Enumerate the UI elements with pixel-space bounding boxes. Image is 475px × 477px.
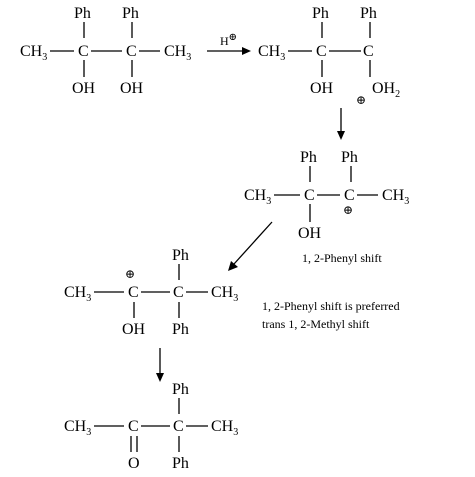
product-phenyl-top: Ph xyxy=(172,381,189,398)
protonated-carbon-2: C xyxy=(363,43,374,60)
protonated-phenyl-2: Ph xyxy=(360,5,377,22)
carbocation-structure: CH3 C C ⊕ CH3 Ph Ph OH xyxy=(244,149,409,242)
rearranged-phenyl-bottom: Ph xyxy=(172,321,189,338)
rearranged-carbon-1: C xyxy=(128,284,139,301)
carbocation-charge: ⊕ xyxy=(343,203,353,217)
rearranged-phenyl-top: Ph xyxy=(172,247,189,264)
carbocation-phenyl-2: Ph xyxy=(341,149,358,166)
carbocation-ch3-right: CH3 xyxy=(382,187,409,207)
reactant-ch3-left: CH3 xyxy=(20,43,47,63)
product-ch3-left: CH3 xyxy=(64,418,91,438)
protonated-phenyl-1: Ph xyxy=(312,5,329,22)
reactant-phenyl-2: Ph xyxy=(122,5,139,22)
product-arrow xyxy=(156,348,164,382)
oxonium-charge: ⊕ xyxy=(356,93,366,107)
product-ch3-right: CH3 xyxy=(211,418,238,438)
carbocation-ch3-left: CH3 xyxy=(244,187,271,207)
rearranged-structure: CH3 ⊕ C C CH3 Ph Ph OH xyxy=(64,247,238,338)
reactant-hydroxyl-1: OH xyxy=(72,80,96,97)
reactant-hydroxyl-2: OH xyxy=(120,80,144,97)
protonated-oxonium: OH2 xyxy=(372,80,400,100)
product-quaternary-carbon: C xyxy=(173,418,184,435)
reactant-carbon-2: C xyxy=(126,43,137,60)
protonated-hydroxyl: OH xyxy=(310,80,334,97)
carbocation-carbon-2: C xyxy=(344,187,355,204)
reactant-structure: CH3 C C CH3 Ph Ph OH OH xyxy=(20,5,191,97)
shift-note-line-2: trans 1, 2-Methyl shift xyxy=(262,317,370,331)
protonated-structure: CH3 C C Ph Ph OH OH2 ⊕ xyxy=(258,5,400,107)
reactant-ch3-right: CH3 xyxy=(164,43,191,63)
rearranged-ch3-right: CH3 xyxy=(211,284,238,304)
reactant-carbon-1: C xyxy=(78,43,89,60)
rearranged-ch3-left: CH3 xyxy=(64,284,91,304)
reactant-phenyl-1: Ph xyxy=(74,5,91,22)
product-carbonyl-oxygen: O xyxy=(128,455,140,472)
acid-label: H⊕ xyxy=(220,32,237,48)
phenyl-shift-arrow xyxy=(228,221,273,271)
shift-note-line-1: 1, 2-Phenyl shift is preferred xyxy=(262,299,400,313)
carbocation-carbon-1: C xyxy=(304,187,315,204)
rearranged-hydroxyl: OH xyxy=(122,321,146,338)
rearranged-carbon-2: C xyxy=(173,284,184,301)
protonated-ch3: CH3 xyxy=(258,43,285,63)
rearranged-charge: ⊕ xyxy=(125,267,135,281)
carbocation-phenyl-1: Ph xyxy=(300,149,317,166)
phenyl-shift-label: 1, 2-Phenyl shift xyxy=(302,251,382,265)
protonated-carbon-1: C xyxy=(316,43,327,60)
acid-arrow: H⊕ xyxy=(207,32,251,55)
product-phenyl-bottom: Ph xyxy=(172,455,189,472)
product-structure: CH3 C C CH3 Ph Ph O xyxy=(64,381,238,472)
product-carbonyl-carbon: C xyxy=(128,418,139,435)
water-loss-arrow xyxy=(337,108,345,140)
carbocation-hydroxyl: OH xyxy=(298,225,322,242)
